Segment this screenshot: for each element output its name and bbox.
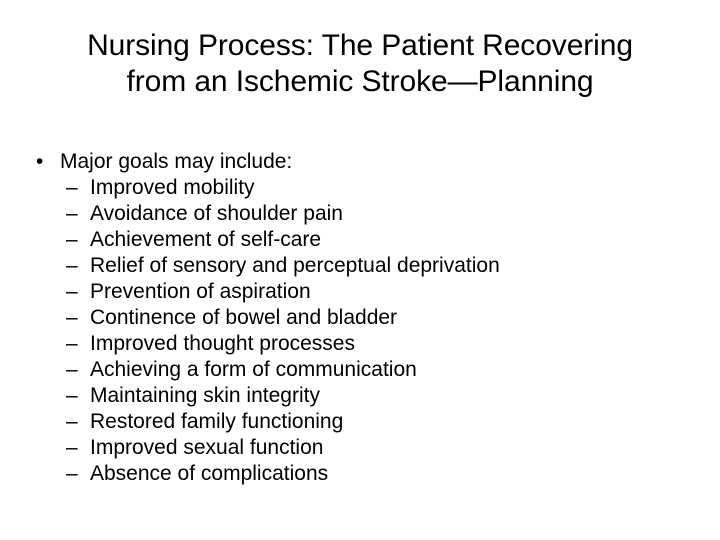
list-item: – Improved mobility	[30, 175, 690, 201]
list-item: – Avoidance of shoulder pain	[30, 201, 690, 227]
list-item: – Restored family functioning	[30, 409, 690, 435]
list-item: – Absence of complications	[30, 461, 690, 487]
bullet-level1-label: Major goals may include:	[60, 150, 293, 173]
list-item-label: Avoidance of shoulder pain	[90, 202, 343, 225]
list-item: – Improved sexual function	[30, 435, 690, 461]
list-item-label: Absence of complications	[90, 462, 329, 485]
list-item: – Relief of sensory and perceptual depri…	[30, 253, 690, 279]
list-item: – Maintaining skin integrity	[30, 383, 690, 409]
list-item: – Prevention of aspiration	[30, 279, 690, 305]
list-item-label: Restored family functioning	[90, 410, 344, 433]
list-item-label: Achieving a form of communication	[90, 358, 417, 381]
list-item: – Achieving a form of communication	[30, 357, 690, 383]
list-item-label: Improved mobility	[90, 176, 255, 199]
slide-title-line-2: from an Ischemic Stroke—Planning	[126, 65, 594, 98]
dash-icon: –	[66, 202, 78, 225]
bullet-dot-icon: •	[36, 150, 44, 173]
goals-list: – Improved mobility – Avoidance of shoul…	[30, 175, 690, 487]
dash-icon: –	[66, 462, 78, 485]
list-item-label: Relief of sensory and perceptual depriva…	[90, 254, 500, 277]
bullet-level1: • Major goals may include:	[30, 148, 690, 175]
list-item-label: Achievement of self-care	[90, 228, 322, 251]
dash-icon: –	[66, 358, 78, 381]
list-item-label: Maintaining skin integrity	[90, 384, 320, 407]
slide-body: • Major goals may include: – Improved mo…	[30, 148, 690, 487]
dash-icon: –	[66, 176, 78, 199]
dash-icon: –	[66, 280, 78, 303]
dash-icon: –	[66, 410, 78, 433]
dash-icon: –	[66, 254, 78, 277]
list-item: – Continence of bowel and bladder	[30, 305, 690, 331]
list-item: – Improved thought processes	[30, 331, 690, 357]
slide-title-line-1: Nursing Process: The Patient Recovering	[87, 29, 633, 62]
list-item: – Achievement of self-care	[30, 227, 690, 253]
dash-icon: –	[66, 306, 78, 329]
list-item-label: Improved sexual function	[90, 436, 324, 459]
slide-title: Nursing Process: The Patient Recovering …	[30, 28, 690, 100]
dash-icon: –	[66, 332, 78, 355]
dash-icon: –	[66, 436, 78, 459]
dash-icon: –	[66, 228, 78, 251]
list-item-label: Continence of bowel and bladder	[90, 306, 398, 329]
list-item-label: Improved thought processes	[90, 332, 355, 355]
dash-icon: –	[66, 384, 78, 407]
list-item-label: Prevention of aspiration	[90, 280, 311, 303]
